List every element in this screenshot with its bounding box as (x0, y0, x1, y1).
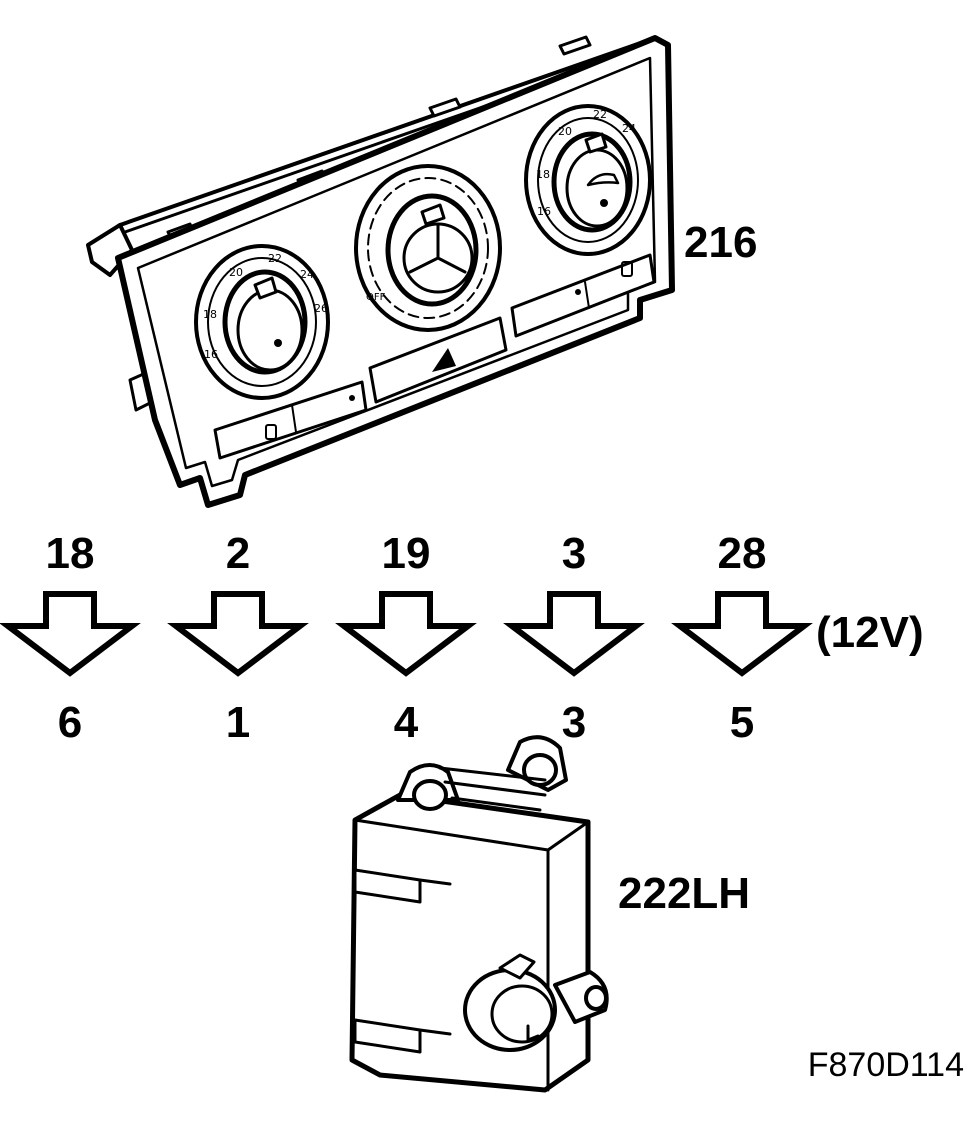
dial-mark-left-24: 24 (300, 268, 314, 281)
pin-connection: 28 5 (671, 529, 813, 747)
dial-mark-left-20: 20 (229, 266, 243, 279)
dial-mark-right-20: 20 (558, 125, 572, 138)
dial-mark-left-26: 26 (314, 302, 328, 315)
fan-off-mark: OFF (366, 292, 386, 303)
source-pin-number: 19 (382, 529, 431, 578)
target-pin-number: 1 (226, 698, 250, 747)
dial-mark-right-22: 22 (593, 108, 607, 121)
pin-connection: 18 6 (0, 529, 141, 747)
temperature-dial-left[interactable]: 16 18 20 22 24 26 (194, 244, 330, 400)
source-pin-number: 2 (226, 529, 250, 578)
dial-mark-right-24: 24 (622, 122, 636, 135)
dial-mark-left-16: 16 (204, 348, 218, 361)
down-arrow-icon (671, 591, 813, 677)
pin-connection: 19 4 (335, 529, 477, 747)
voltage-label: (12V) (816, 608, 924, 657)
source-pin-number: 28 (718, 529, 767, 578)
left-button-pair[interactable] (213, 380, 368, 460)
climate-control-panel: 16 18 20 22 24 26 OFF 16 18 (86, 35, 675, 508)
dial-mark-right-16: 16 (537, 205, 551, 218)
control-panel-label: 216 (684, 218, 757, 267)
actuator-label: 222LH (618, 869, 750, 918)
temperature-dial-right[interactable]: 16 18 20 22 24 (524, 104, 652, 256)
down-arrow-icon (0, 591, 141, 677)
air-distribution-dial[interactable]: OFF (354, 164, 502, 332)
target-pin-number: 6 (58, 698, 82, 747)
figure-code: F870D114 (808, 1046, 964, 1084)
right-button-pair[interactable] (510, 253, 656, 338)
down-arrow-icon (335, 591, 477, 677)
down-arrow-icon (167, 591, 309, 677)
actuator-222lh (349, 735, 609, 1093)
dial-mark-right-18: 18 (536, 168, 550, 181)
hazard-button[interactable] (368, 316, 508, 404)
source-pin-number: 18 (46, 529, 95, 578)
target-pin-number: 5 (730, 698, 754, 747)
pin-connection: 21 (167, 529, 309, 747)
dial-mark-left-22: 22 (268, 252, 282, 265)
down-arrow-icon (503, 591, 645, 677)
source-pin-number: 3 (562, 529, 586, 578)
target-pin-number: 4 (394, 698, 419, 747)
pin-connection: 33 (503, 529, 645, 747)
target-pin-number: 3 (562, 698, 586, 747)
dial-mark-left-18: 18 (203, 308, 217, 321)
